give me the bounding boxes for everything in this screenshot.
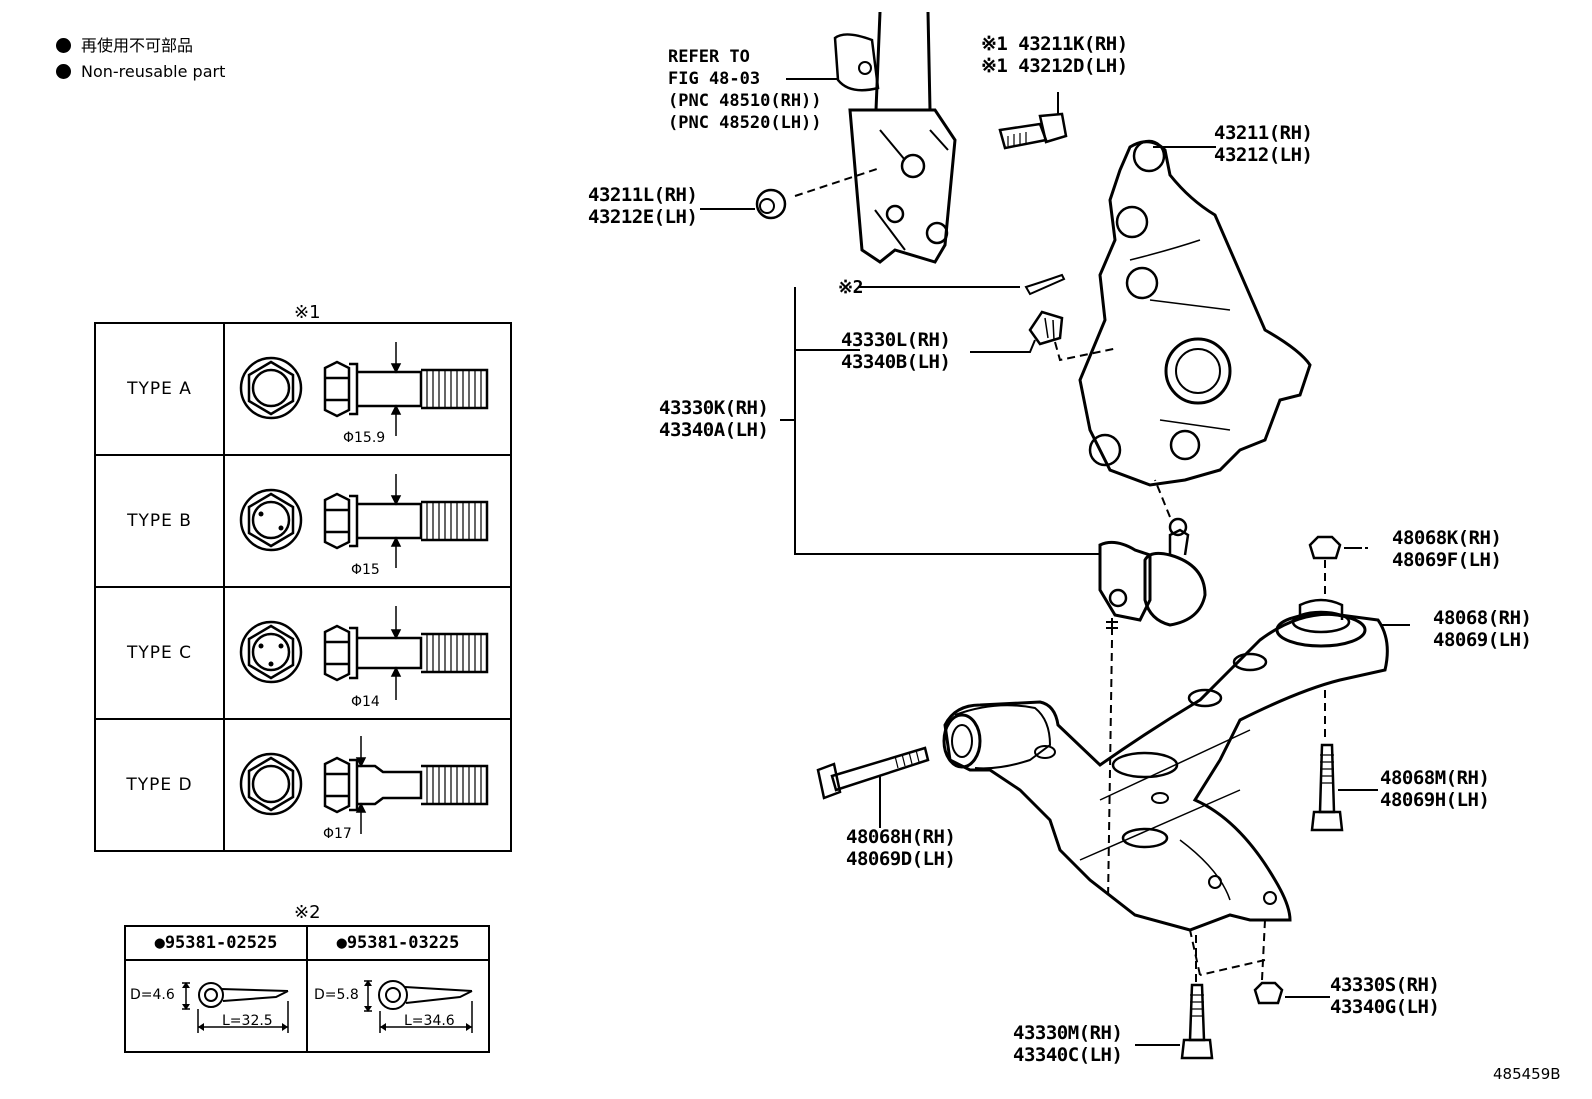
figure-id: 485459B bbox=[1493, 1065, 1561, 1083]
type-label: TYPE A bbox=[94, 322, 225, 456]
table-row: TYPE D Φ17 bbox=[94, 718, 512, 852]
pin-drawing-cell: D=4.6 L=32.5 bbox=[124, 959, 308, 1053]
type-label: TYPE C bbox=[94, 586, 225, 720]
part-label-front-bolt[interactable]: 48068H(RH)48069D(LH) bbox=[846, 826, 956, 870]
table-row: TYPE A Φ15.9 bbox=[94, 322, 512, 456]
bolt-type-table: TYPE A Φ15.9 TYPE B bbox=[94, 322, 512, 852]
legend-jp: 再使用不可部品 bbox=[56, 33, 225, 59]
table-row: ●95381-02525 ●95381-03225 bbox=[124, 925, 490, 961]
bolt-drawing-cell: Φ17 bbox=[223, 718, 512, 852]
cotter-pin-icon bbox=[364, 980, 473, 1033]
legend-en: Non-reusable part bbox=[56, 59, 225, 85]
bolt-type-c-icon bbox=[239, 606, 489, 700]
pin-d-label: D=4.6 bbox=[130, 987, 175, 1003]
part-label-bushing[interactable]: 48068(RH)48069(LH) bbox=[1433, 607, 1532, 651]
part-label-arm-nut[interactable]: 48068K(RH)48069F(LH) bbox=[1392, 527, 1502, 571]
part-label-ball-joint[interactable]: 43330K(RH)43340A(LH) bbox=[659, 397, 769, 441]
part-label-lower-nut[interactable]: 43330S(RH)43340G(LH) bbox=[1330, 974, 1440, 1018]
pin-part-number: ●95381-03225 bbox=[306, 925, 490, 961]
refer-note: REFER TO FIG 48-03 (PNC 48510(RH)) (PNC … bbox=[668, 47, 822, 133]
dia-label: Φ14 bbox=[351, 694, 380, 710]
type-label: TYPE D bbox=[94, 718, 225, 852]
part-label-strut-bolt[interactable]: ※1 43211K(RH)※1 43212D(LH) bbox=[981, 33, 1128, 77]
pin-l-label: L=34.6 bbox=[404, 1013, 455, 1029]
cotter-pin-table: ●95381-02525 ●95381-03225 D=4.6 L=32.5 bbox=[124, 925, 490, 1053]
bolt-drawing-cell: Φ15 bbox=[223, 454, 512, 588]
pin-drawing-cell: D=5.8 L=34.6 bbox=[306, 959, 490, 1053]
non-reusable-dot-icon bbox=[56, 64, 71, 79]
dia-label: Φ17 bbox=[323, 826, 352, 842]
bolt-drawing-cell: Φ14 bbox=[223, 586, 512, 720]
dia-label: Φ15.9 bbox=[343, 430, 386, 446]
pin-mark: ※2 bbox=[838, 277, 863, 298]
bolt-type-d-icon bbox=[239, 736, 489, 834]
cotter-pin-icon bbox=[182, 982, 289, 1033]
bolt-drawing-cell: Φ15.9 bbox=[223, 322, 512, 456]
type-label: TYPE B bbox=[94, 454, 225, 588]
legend: 再使用不可部品 Non-reusable part bbox=[56, 33, 225, 85]
dia-label: Φ15 bbox=[351, 562, 380, 578]
bolt-type-b-icon bbox=[239, 474, 489, 568]
table-row: TYPE C Φ14 bbox=[94, 586, 512, 720]
part-label-arm-bolt[interactable]: 48068M(RH)48069H(LH) bbox=[1380, 767, 1490, 811]
table-row: D=4.6 L=32.5 D=5.8 L=34.6 bbox=[124, 959, 490, 1053]
pin-l-label: L=32.5 bbox=[222, 1013, 273, 1029]
pin-part-number: ●95381-02525 bbox=[124, 925, 308, 961]
part-label-castle-nut[interactable]: 43330L(RH)43340B(LH) bbox=[841, 329, 951, 373]
table-row: TYPE B Φ15 bbox=[94, 454, 512, 588]
non-reusable-dot-icon bbox=[56, 38, 71, 53]
part-label-strut-nut[interactable]: 43211L(RH)43212E(LH) bbox=[588, 184, 698, 228]
pin-d-label: D=5.8 bbox=[314, 987, 359, 1003]
bolt-type-a-icon bbox=[239, 342, 489, 436]
table2-mark: ※2 bbox=[294, 902, 321, 923]
part-label-lower-bolt[interactable]: 43330M(RH)43340C(LH) bbox=[1013, 1022, 1123, 1066]
table1-mark: ※1 bbox=[294, 302, 321, 323]
part-label-knuckle[interactable]: 43211(RH)43212(LH) bbox=[1214, 122, 1313, 166]
